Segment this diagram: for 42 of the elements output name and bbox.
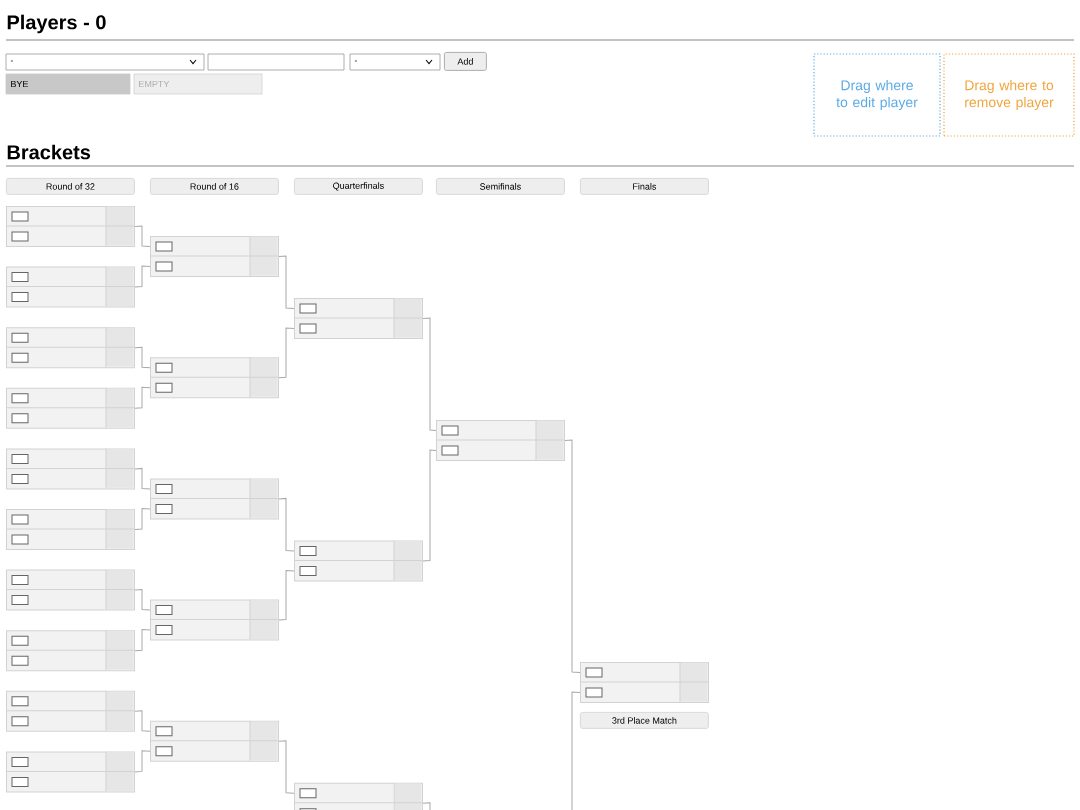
match-box (5, 205, 135, 247)
connector-line (571, 691, 581, 810)
connector-line (278, 569, 295, 621)
match-box (5, 447, 135, 490)
connector-line (564, 439, 581, 673)
match-box (149, 477, 279, 520)
match-box (293, 539, 423, 582)
match-box (5, 266, 135, 308)
match-box (149, 720, 279, 762)
connector-line (278, 327, 295, 379)
section-heading: Brackets (7, 144, 91, 160)
connector-line (134, 589, 151, 611)
connector-line (134, 265, 151, 288)
connector-line (134, 710, 151, 732)
connector-line (422, 802, 431, 810)
connector-line (278, 497, 295, 552)
match-box (5, 750, 135, 793)
connector-line (134, 507, 151, 530)
match-box (149, 235, 279, 277)
match-box (5, 326, 135, 369)
connector-line (134, 346, 151, 369)
connector-line (134, 629, 151, 652)
connector-line (134, 225, 151, 247)
match-box (149, 356, 279, 399)
section-heading: Players - 0 (7, 14, 106, 34)
match-box (5, 690, 135, 732)
match-box (579, 661, 709, 703)
connector-line (278, 255, 295, 309)
match-box (5, 387, 135, 429)
match-box (149, 599, 279, 641)
connector-line (134, 467, 151, 490)
connector-line (422, 317, 437, 431)
connector-line (134, 386, 151, 409)
match-box (293, 297, 423, 339)
match-box (293, 782, 423, 810)
connector-line (278, 740, 295, 794)
match-box (435, 419, 565, 461)
match-box (5, 629, 135, 672)
connector-line (134, 750, 151, 773)
match-box (5, 569, 135, 611)
match-box (5, 508, 135, 550)
connector-line (422, 449, 437, 562)
